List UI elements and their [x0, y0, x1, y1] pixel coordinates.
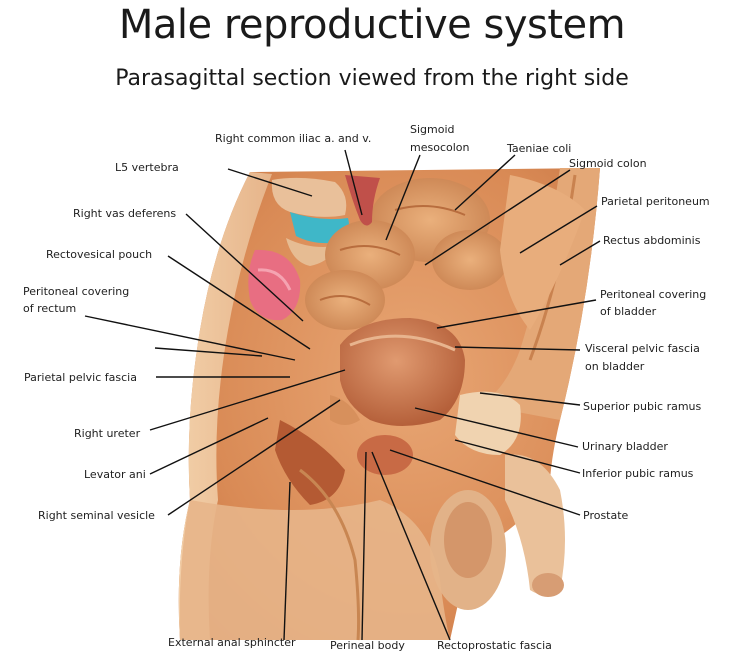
label-urinary-bladder: Urinary bladder [582, 440, 668, 453]
label-rectoprostatic-fascia: Rectoprostatic fascia [437, 639, 552, 652]
label-rectus-abdominis: Rectus abdominis [603, 234, 701, 247]
label-parietal-peritoneum: Parietal peritoneum [601, 195, 710, 208]
label-peritoneal-covering-bladder-1: Peritoneal covering [600, 288, 706, 301]
penis-shape [505, 454, 565, 595]
prostate-shape [357, 435, 413, 475]
label-right-vas-deferens: Right vas deferens [73, 207, 176, 220]
diagram-subtitle: Parasagittal section viewed from the rig… [115, 66, 629, 91]
label-superior-pubic-ramus: Superior pubic ramus [583, 400, 702, 413]
label-inferior-pubic-ramus: Inferior pubic ramus [582, 467, 694, 480]
levator-ani-shape [275, 420, 345, 505]
urinary-bladder-shape [340, 318, 465, 426]
label-peritoneal-covering-rectum-2: of rectum [23, 302, 76, 315]
label-visceral-pelvic-fascia-2: on bladder [585, 360, 645, 373]
label-taeniae-coli: Taeniae coli [506, 142, 571, 155]
label-perineal-body: Perineal body [330, 639, 405, 652]
label-visceral-pelvic-fascia-1: Visceral pelvic fascia [585, 342, 700, 355]
label-sigmoid-colon: Sigmoid colon [569, 157, 647, 170]
pubic-bone [455, 391, 521, 455]
iliac-vessels [345, 175, 380, 226]
parietal-peritoneum-shape [500, 175, 585, 330]
label-peritoneal-covering-bladder-2: of bladder [600, 305, 657, 318]
diagram-title: Male reproductive system [118, 2, 626, 48]
label-right-common-iliac: Right common iliac a. and v. [215, 132, 371, 145]
label-right-seminal-vesicle: Right seminal vesicle [38, 509, 155, 522]
rectum-shape [248, 249, 301, 321]
label-rectovesical-pouch: Rectovesical pouch [46, 248, 152, 261]
label-sigmoid-mesocolon-1: Sigmoid [410, 123, 455, 136]
testis-shape [444, 502, 492, 578]
l5-vertebra-shape [271, 177, 347, 217]
label-sigmoid-mesocolon-2: mesocolon [410, 141, 470, 154]
label-peritoneal-covering-rectum-1: Peritoneal covering [23, 285, 129, 298]
label-right-ureter: Right ureter [74, 427, 141, 440]
label-external-anal-sphincter: External anal sphincter [168, 636, 296, 649]
label-levator-ani: Levator ani [84, 468, 146, 481]
label-parietal-pelvic-fascia: Parietal pelvic fascia [24, 371, 137, 384]
label-prostate: Prostate [583, 509, 629, 522]
label-l5-vertebra: L5 vertebra [115, 161, 179, 174]
